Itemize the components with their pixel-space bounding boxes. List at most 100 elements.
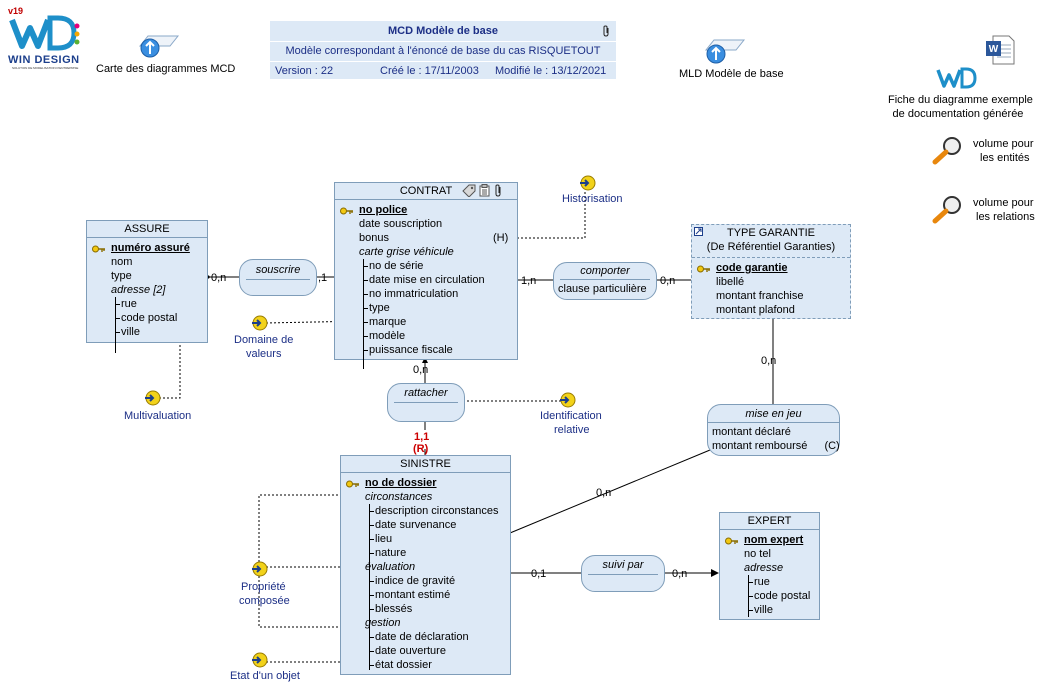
relation-mise-en-jeu[interactable]: mise en jeu montant déclaré montant remb… — [707, 404, 840, 456]
attr: code postal — [121, 312, 178, 324]
relation-name: souscrire — [255, 264, 301, 276]
volume-relations-line1[interactable]: volume pour — [973, 197, 1034, 209]
clipboard-icon — [479, 184, 490, 197]
attr-composite: circonstances — [365, 491, 433, 503]
volume-entities-line1[interactable]: volume pour — [973, 138, 1034, 150]
note-link-icon[interactable] — [558, 392, 576, 408]
cardinality: ,1 — [318, 272, 328, 284]
relation-attr: montant remboursé (C) — [708, 439, 840, 453]
attr-composite: évaluation — [365, 561, 416, 573]
note-multivaluation[interactable]: Multivaluation — [124, 410, 192, 422]
volume-relations-line2[interactable]: les relations — [976, 211, 1035, 223]
note-historisation[interactable]: Historisation — [562, 193, 623, 205]
note-link-icon[interactable] — [578, 175, 596, 191]
cardinality: 0,n — [761, 355, 777, 367]
logo-tagline: SOLUTION DE MODELISATION D'ENTREPRISE — [12, 66, 79, 70]
relation-attr: clause particulière — [558, 283, 647, 295]
magnifier-icon[interactable] — [930, 135, 964, 165]
doc-link-line2[interactable]: de documentation générée — [892, 108, 1024, 120]
entity-expert[interactable]: EXPERT nom expert no tel adresse rue cod… — [719, 512, 820, 620]
relation-souscrire[interactable]: souscrire — [239, 259, 317, 296]
attr: nature — [375, 547, 407, 559]
entity-title: EXPERT — [720, 513, 819, 530]
relation-attr-value: montant remboursé — [712, 440, 808, 452]
attr: description circonstances — [375, 505, 499, 517]
windesign-logo[interactable]: v19 WIN DESIGN SOLUTION DE MODELISATION … — [6, 4, 82, 70]
attr: montant estimé — [375, 589, 451, 601]
key-icon — [92, 245, 105, 253]
header-version: Version : 22 — [275, 65, 334, 77]
entity-sinistre[interactable]: SINISTRE no de dossier circonstances des… — [340, 455, 511, 675]
attr: marque — [369, 316, 407, 328]
note-domaine-line1[interactable]: Domaine de — [234, 334, 294, 346]
note-propriete-line2[interactable]: composée — [239, 595, 290, 607]
attr: type — [111, 270, 132, 282]
key-icon — [697, 265, 710, 273]
relation-rattacher[interactable]: rattacher — [387, 383, 465, 422]
attr: nom — [111, 256, 133, 268]
attr-composite: adresse — [744, 562, 784, 574]
entity-title: ASSURE — [87, 221, 207, 238]
attr: puissance fiscale — [369, 344, 453, 356]
note-propriete-line1[interactable]: Propriété — [241, 581, 286, 593]
historisation-tag: (H) — [493, 232, 509, 244]
attr-multivalued: adresse [2] — [111, 284, 166, 296]
attr: no de série — [369, 260, 424, 272]
entity-title: SINISTRE — [341, 456, 510, 473]
volume-entities-line2[interactable]: les entités — [980, 152, 1030, 164]
attr: lieu — [375, 533, 393, 545]
attr: ville — [754, 604, 773, 616]
header-modified: Modifié le : 13/12/2021 — [495, 65, 607, 77]
paperclip-icon — [495, 184, 501, 197]
note-link-icon[interactable] — [250, 652, 268, 668]
key-icon — [340, 207, 353, 215]
attr: montant plafond — [716, 304, 795, 316]
attr-identifier: no de dossier — [365, 477, 437, 489]
mld-link[interactable]: MLD Modèle de base — [679, 68, 784, 80]
attr: no immatriculation — [369, 288, 459, 300]
header-title: MCD Modèle de base — [387, 25, 499, 37]
attr: date survenance — [375, 519, 457, 531]
attr-identifier: no police — [359, 204, 408, 216]
key-icon — [346, 480, 359, 488]
relation-comporter[interactable]: comporter clause particulière — [553, 262, 657, 300]
attr: type — [369, 302, 390, 314]
cardinality: 0,n — [660, 275, 676, 287]
header-description: Modèle correspondant à l'énoncé de base … — [285, 45, 601, 57]
note-domaine-line2[interactable]: valeurs — [246, 348, 282, 360]
relation-name: comporter — [580, 265, 630, 277]
diagram-map-link[interactable]: Carte des diagrammes MCD — [96, 63, 236, 75]
entity-assure[interactable]: ASSURE numéro assuré nom type adresse [2… — [86, 220, 208, 353]
entity-title: TYPE GARANTIE — [726, 227, 816, 239]
logo-brand: WIN DESIGN — [8, 54, 80, 66]
attr: date mise en circulation — [369, 274, 485, 286]
doc-link-line1[interactable]: Fiche du diagramme exemple — [888, 94, 1033, 106]
note-identification-line1[interactable]: Identification — [540, 410, 602, 422]
note-identification-line2[interactable]: relative — [554, 424, 590, 436]
entity-title: CONTRAT — [335, 183, 517, 200]
relation-suivi-par[interactable]: suivi par — [581, 555, 665, 592]
cardinality: 0,n — [413, 364, 429, 376]
note-link-icon[interactable] — [143, 390, 161, 406]
header-created: Créé le : 17/11/2003 — [380, 65, 479, 77]
mld-icon[interactable] — [702, 36, 746, 68]
attr: code postal — [754, 590, 811, 602]
diagram-header: MCD Modèle de base Modèle correspondant … — [270, 21, 616, 79]
tag-icon — [462, 184, 476, 197]
cardinality-required: 1,1 — [414, 431, 430, 443]
cardinality-relative-tag: (R) — [413, 443, 429, 455]
entity-type-garantie[interactable]: TYPE GARANTIE (De Référentiel Garanties)… — [691, 224, 851, 319]
attr: montant franchise — [716, 290, 804, 302]
entity-contrat[interactable]: CONTRAT no police date souscription bonu… — [334, 182, 518, 369]
cardinality: 0,n — [672, 568, 688, 580]
diagram-map-icon[interactable] — [138, 28, 180, 60]
note-link-icon[interactable] — [250, 561, 268, 577]
note-etat-objet[interactable]: Etat d'un objet — [230, 670, 300, 682]
attr-identifier: numéro assuré — [111, 242, 190, 254]
attr: indice de gravité — [375, 575, 456, 587]
wd-doc-icon[interactable] — [935, 66, 977, 90]
magnifier-icon[interactable] — [930, 194, 964, 224]
word-document-icon[interactable]: W — [985, 35, 1015, 65]
attr: libellé — [716, 276, 745, 288]
note-link-icon[interactable] — [250, 315, 268, 331]
